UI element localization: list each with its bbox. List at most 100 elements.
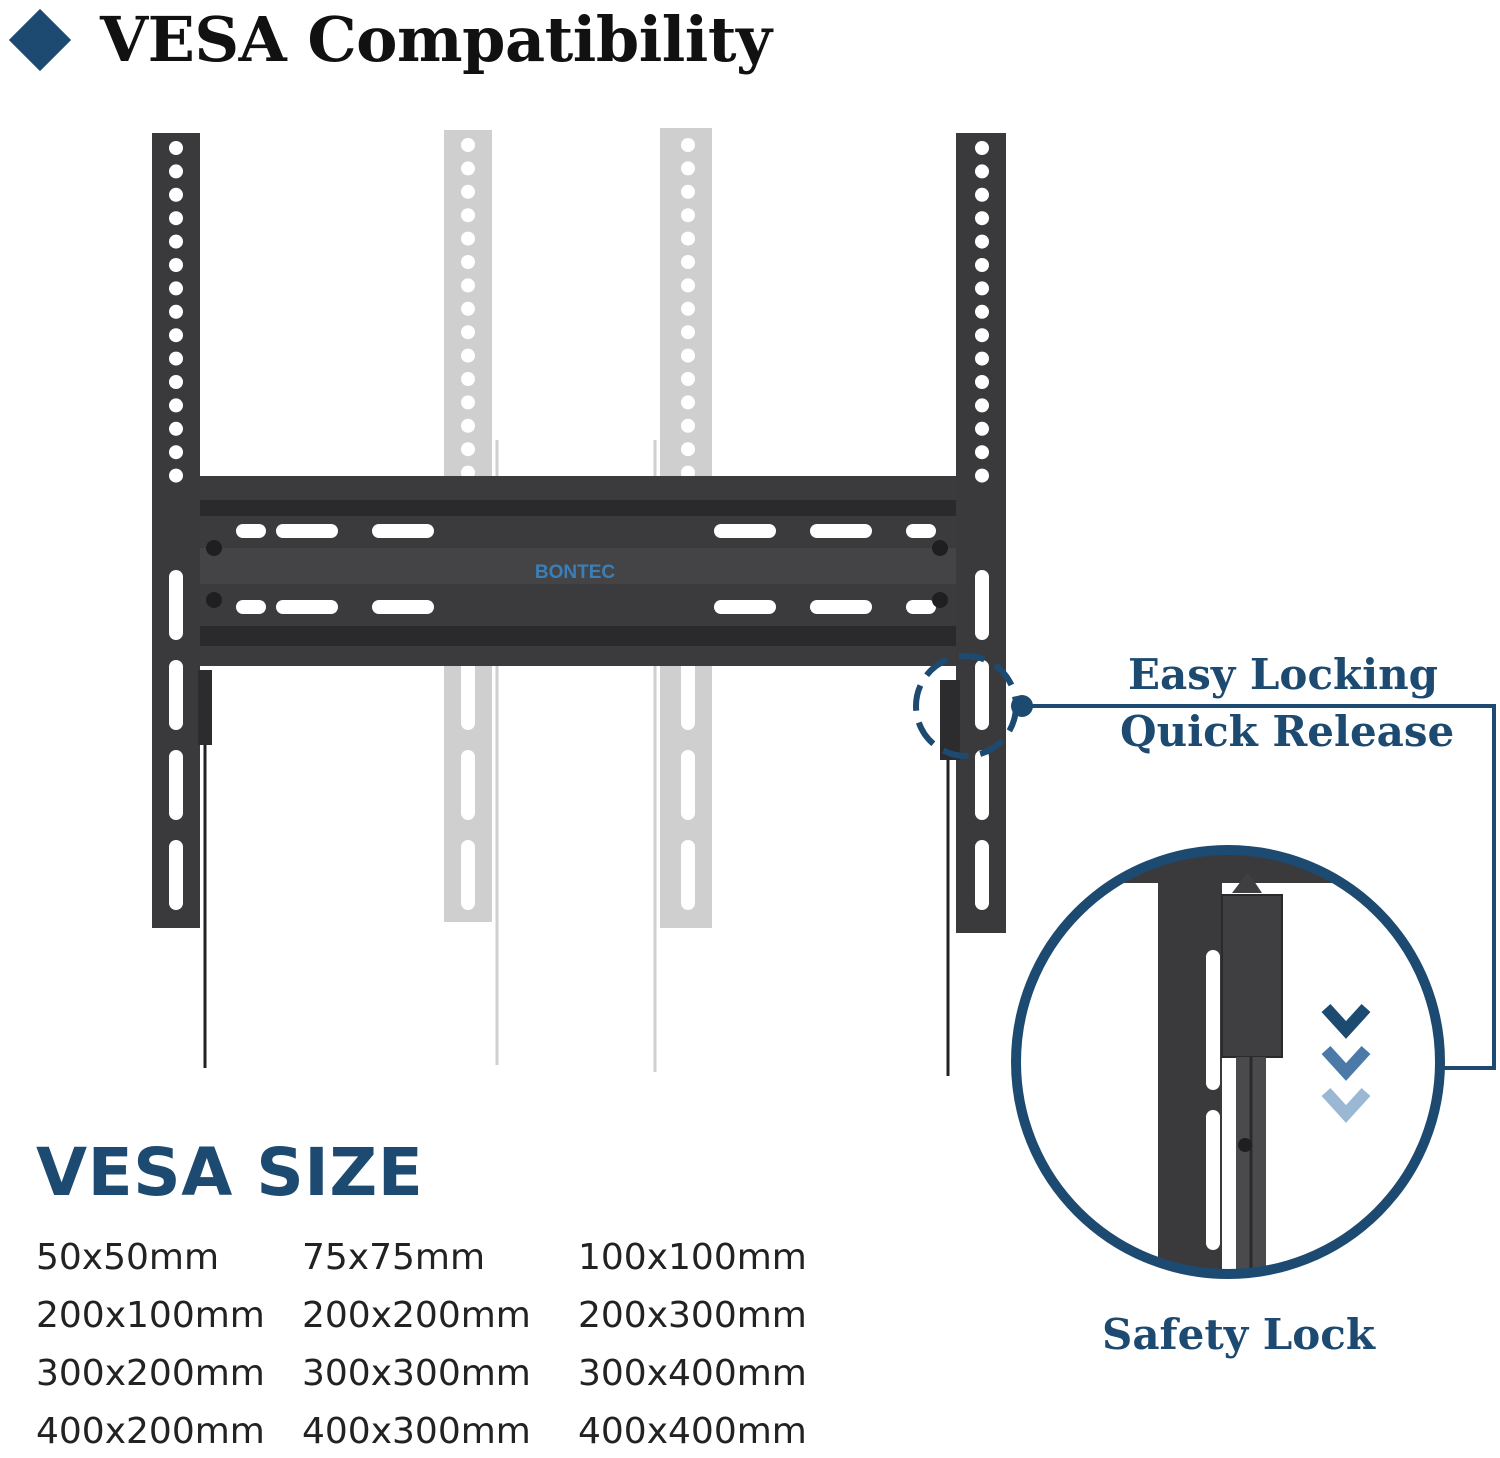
chevron-down-icon — [1321, 1087, 1371, 1123]
bracket-hole — [169, 445, 183, 460]
bracket-hole — [681, 138, 695, 152]
bracket-hole — [461, 184, 475, 199]
bracket-hole — [681, 231, 695, 246]
bracket-hole — [461, 255, 475, 269]
bracket-slot — [975, 570, 989, 640]
bracket-hole — [461, 348, 475, 363]
vesa-size-item: 200x200mm — [302, 1295, 531, 1336]
bracket-slot — [169, 660, 183, 730]
bracket-hole — [461, 442, 475, 457]
bracket-slot — [681, 840, 695, 910]
bracket-hole — [461, 278, 475, 293]
bracket-hole — [681, 278, 695, 293]
bracket-hole — [975, 281, 989, 296]
bracket-hole — [681, 325, 695, 340]
bracket-hole — [169, 421, 183, 436]
bracket-hole — [975, 375, 989, 389]
bracket-hole — [681, 372, 695, 386]
bracket-hole — [975, 351, 989, 366]
bracket-hole — [681, 395, 695, 410]
bracket-hole — [169, 328, 183, 343]
bracket-hole — [975, 187, 989, 202]
wall-plate — [198, 476, 958, 666]
bracket-hole — [461, 138, 475, 152]
bracket-hole — [169, 375, 183, 389]
brand-logo: BONTEC — [535, 562, 616, 583]
bracket-slot — [681, 660, 695, 730]
vesa-size-item: 75x75mm — [302, 1237, 486, 1278]
plate-slot — [372, 524, 434, 538]
bracket-hole — [461, 325, 475, 340]
bracket-hole — [169, 141, 183, 155]
plate-slot — [276, 524, 338, 538]
bracket-hole — [169, 468, 183, 483]
bracket-slot — [461, 750, 475, 820]
bracket-hole — [169, 304, 183, 319]
vesa-size-item: 400x300mm — [302, 1411, 531, 1452]
vesa-size-heading: VESA SIZE — [36, 1134, 424, 1211]
bracket-hole — [461, 161, 475, 176]
bracket-hole — [975, 468, 989, 483]
bracket-hole — [681, 442, 695, 457]
plate-slot — [810, 600, 872, 614]
plate-slot — [906, 524, 936, 538]
title-row: VESA Compatibility — [4, 0, 772, 80]
vesa-size-item: 300x200mm — [36, 1353, 265, 1394]
bracket-hole — [681, 418, 695, 433]
safety-lock-zoom — [1011, 845, 1445, 1279]
vesa-size-item: 100x100mm — [578, 1237, 807, 1278]
bracket-hole — [975, 304, 989, 319]
vesa-size-item: 300x400mm — [578, 1353, 807, 1394]
plate-slot — [372, 600, 434, 614]
bracket-hole — [461, 418, 475, 433]
bracket-hole — [681, 161, 695, 176]
plate-slot — [714, 600, 776, 614]
bracket-hole — [681, 348, 695, 363]
bracket-hole — [169, 258, 183, 272]
bracket-hole — [169, 281, 183, 296]
bracket-slot — [975, 840, 989, 910]
bracket-hole — [681, 184, 695, 199]
bracket-right — [940, 133, 1006, 1076]
bracket-slot — [169, 570, 183, 640]
bracket-hole — [169, 234, 183, 249]
bracket-slot — [169, 840, 183, 910]
bracket-slot — [681, 750, 695, 820]
chevron-down-icon — [1321, 1045, 1371, 1081]
bracket-hole — [681, 255, 695, 269]
plate-slot — [276, 600, 338, 614]
vesa-size-item: 50x50mm — [36, 1237, 220, 1278]
vesa-size-item: 300x300mm — [302, 1353, 531, 1394]
bracket-hole — [975, 234, 989, 249]
vesa-size-item: 400x400mm — [578, 1411, 807, 1452]
page-title: VESA Compatibility — [100, 3, 772, 76]
bracket-hole — [975, 328, 989, 343]
plate-slot — [236, 524, 266, 538]
callout-quick-release: Quick Release — [1120, 707, 1455, 756]
callout-connector — [1011, 695, 1496, 1070]
bracket-hole — [169, 187, 183, 202]
bracket-hole — [169, 211, 183, 226]
bracket-hole — [169, 351, 183, 366]
bracket-hole — [975, 398, 989, 413]
bracket-hole — [461, 301, 475, 316]
bracket-hole — [975, 421, 989, 436]
vesa-size-item: 400x200mm — [36, 1411, 265, 1452]
bracket-hole — [975, 164, 989, 179]
bracket-slot — [461, 840, 475, 910]
plate-slot — [810, 524, 872, 538]
bracket-hole — [461, 231, 475, 246]
vesa-size-item: 200x300mm — [578, 1295, 807, 1336]
bracket-left — [152, 133, 212, 1068]
plate-slot — [236, 600, 266, 614]
bracket-slot — [975, 660, 989, 730]
callout-safety-lock: Safety Lock — [1102, 1310, 1375, 1359]
callout-easy-locking: Easy Locking — [1128, 650, 1438, 699]
bracket-slot — [169, 750, 183, 820]
bracket-hole — [975, 141, 989, 155]
bracket-hole — [975, 258, 989, 272]
bracket-hole — [681, 301, 695, 316]
chevron-down-icon — [1321, 1003, 1371, 1039]
bracket-hole — [975, 211, 989, 226]
